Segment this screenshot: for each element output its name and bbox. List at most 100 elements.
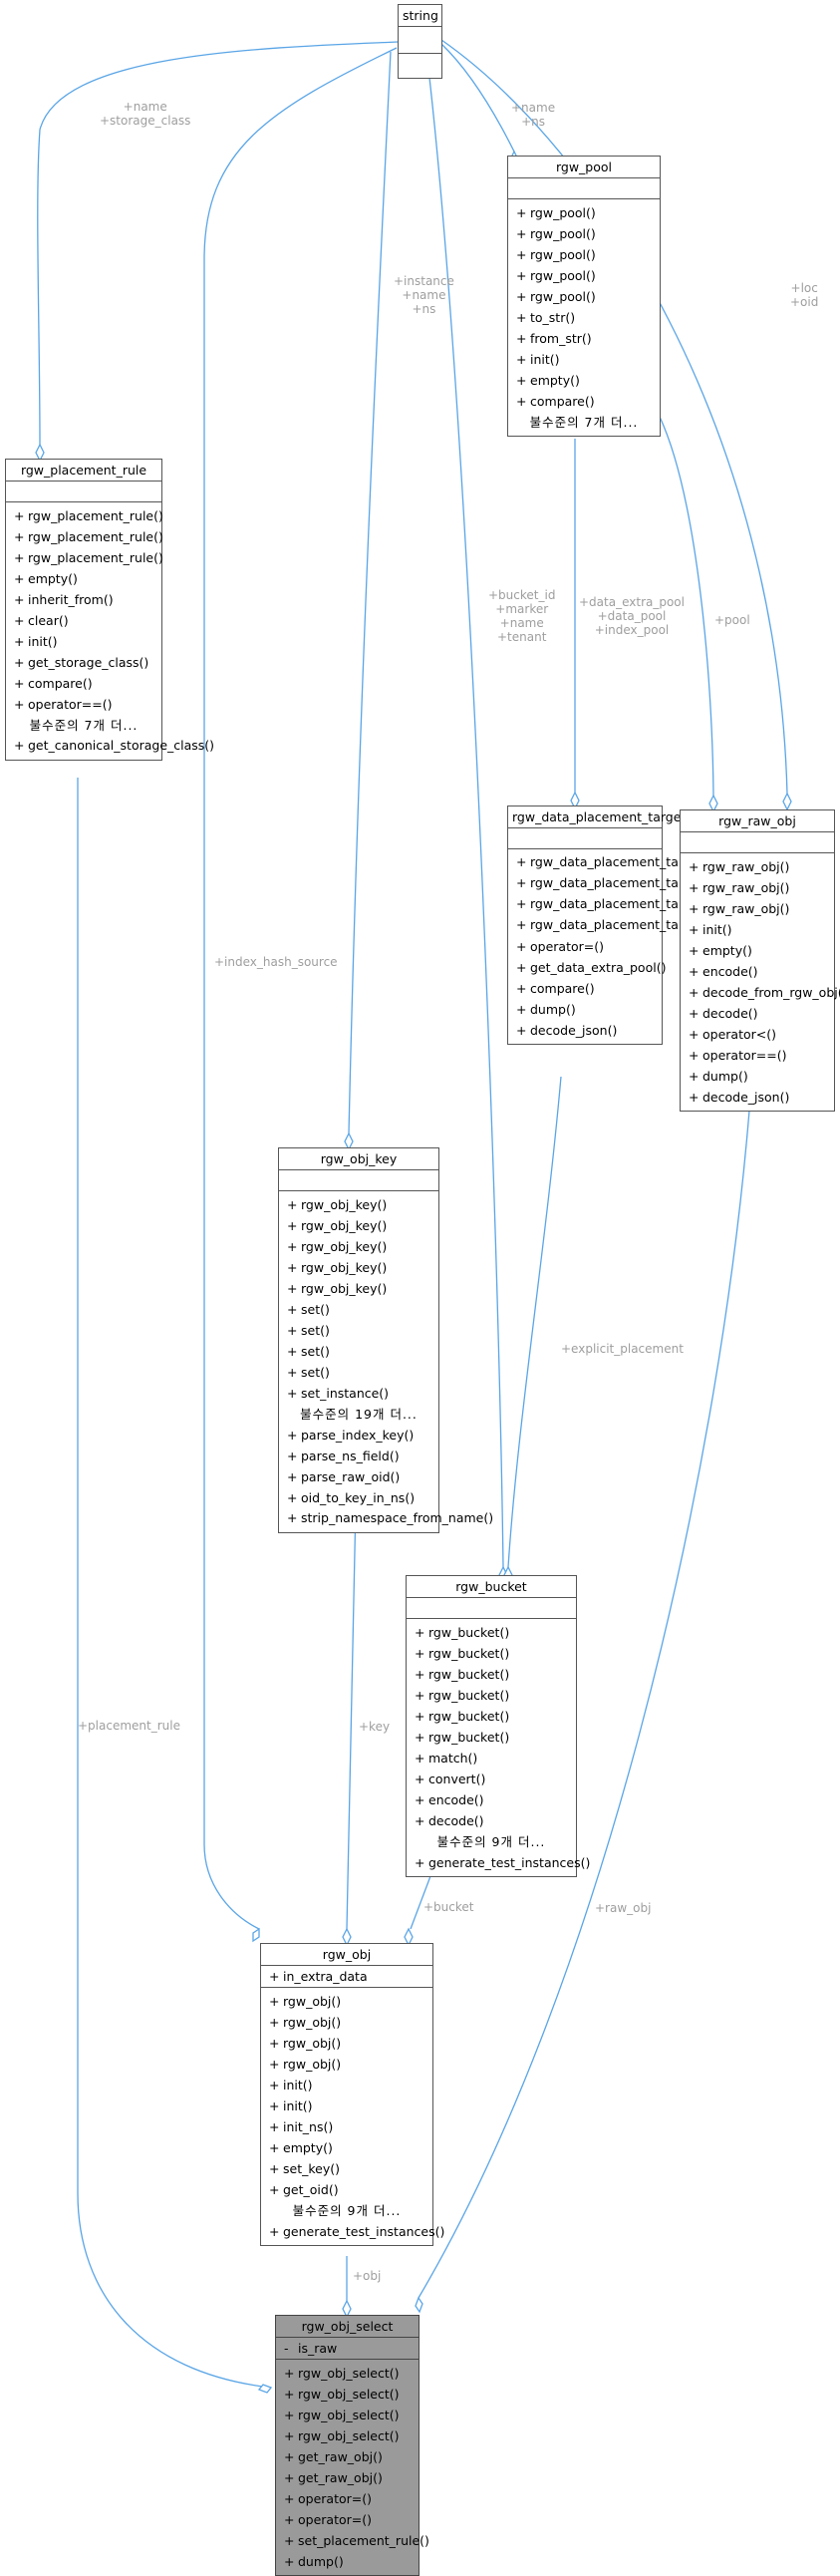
class-rgw-bucket[interactable]: rgw_bucket +rgw_bucket() +rgw_bucket() +… bbox=[406, 1575, 590, 1877]
operation[interactable]: +rgw_raw_obj() bbox=[681, 856, 834, 877]
class-rgw-obj-select[interactable]: rgw_obj_select -is_raw +rgw_obj_select()… bbox=[275, 2315, 429, 2576]
operation[interactable]: +rgw_bucket() bbox=[407, 1622, 576, 1643]
operation[interactable]: +init() bbox=[681, 919, 834, 940]
operation[interactable]: +decode_from_rgw_obj() bbox=[681, 982, 840, 1003]
operation[interactable]: +empty() bbox=[508, 370, 660, 391]
operation[interactable]: +init() bbox=[261, 2075, 432, 2095]
class-title[interactable]: rgw_placement_rule bbox=[6, 460, 161, 482]
operation[interactable]: +operator=() bbox=[276, 2509, 419, 2530]
class-rgw-pool[interactable]: rgw_pool +rgw_pool() +rgw_pool() +rgw_po… bbox=[507, 156, 661, 437]
operation[interactable]: +rgw_obj_key() bbox=[279, 1215, 438, 1236]
operation[interactable]: +rgw_pool() bbox=[508, 286, 660, 307]
operation[interactable]: +rgw_obj_select() bbox=[276, 2363, 419, 2384]
operation[interactable]: +parse_raw_oid() bbox=[279, 1466, 438, 1487]
operation[interactable]: +rgw_placement_rule() bbox=[6, 505, 163, 526]
operation[interactable]: +dump() bbox=[681, 1066, 834, 1087]
operation[interactable]: +get_canonical_storage_class() bbox=[6, 736, 214, 757]
class-string[interactable]: string bbox=[398, 4, 442, 79]
class-title[interactable]: rgw_bucket bbox=[407, 1576, 576, 1598]
operation[interactable]: +rgw_obj() bbox=[261, 1991, 432, 2012]
operation[interactable]: +rgw_data_placement_target() bbox=[508, 915, 713, 936]
class-title[interactable]: rgw_obj_key bbox=[279, 1148, 438, 1170]
operation[interactable]: +rgw_pool() bbox=[508, 223, 660, 244]
operation[interactable]: +rgw_data_placement_target() bbox=[508, 852, 713, 873]
operation[interactable]: +empty() bbox=[261, 2137, 432, 2158]
operation[interactable]: +to_str() bbox=[508, 307, 660, 328]
operation[interactable]: +rgw_bucket() bbox=[407, 1706, 576, 1727]
operation[interactable]: +decode() bbox=[407, 1810, 576, 1831]
operation[interactable]: +encode() bbox=[681, 961, 834, 982]
class-rgw-obj-key[interactable]: rgw_obj_key +rgw_obj_key() +rgw_obj_key(… bbox=[278, 1147, 493, 1533]
operation[interactable]: +dump() bbox=[508, 999, 662, 1020]
operation[interactable]: +inherit_from() bbox=[6, 589, 161, 610]
operation[interactable]: +rgw_raw_obj() bbox=[681, 898, 834, 919]
operation[interactable]: +operator<() bbox=[681, 1024, 834, 1045]
operation[interactable]: +rgw_placement_rule() bbox=[6, 526, 163, 547]
operation[interactable]: +get_raw_obj() bbox=[276, 2467, 419, 2488]
operation[interactable]: +operator==() bbox=[6, 694, 161, 715]
operation[interactable]: +set() bbox=[279, 1341, 438, 1362]
class-rgw-obj[interactable]: rgw_obj +in_extra_data +rgw_obj() +rgw_o… bbox=[260, 1943, 444, 2246]
operation[interactable]: +rgw_raw_obj() bbox=[681, 877, 834, 898]
class-title[interactable]: rgw_pool bbox=[508, 157, 660, 178]
operation[interactable]: +match() bbox=[407, 1748, 576, 1769]
operation[interactable]: +rgw_obj_select() bbox=[276, 2405, 419, 2425]
operation[interactable]: +set() bbox=[279, 1320, 438, 1341]
operation[interactable]: +strip_namespace_from_name() bbox=[279, 1508, 493, 1529]
operation[interactable]: +get_data_extra_pool() bbox=[508, 957, 666, 978]
operation[interactable]: +operator==() bbox=[681, 1045, 834, 1066]
operation[interactable]: +init() bbox=[6, 631, 161, 652]
class-title[interactable]: rgw_data_placement_target bbox=[508, 806, 686, 828]
operation[interactable]: +init_ns() bbox=[261, 2116, 432, 2137]
operation[interactable]: +compare() bbox=[508, 978, 662, 999]
class-rgw-data-placement-target[interactable]: rgw_data_placement_target +rgw_data_plac… bbox=[507, 805, 713, 1045]
operation[interactable]: +init() bbox=[261, 2095, 432, 2116]
operation[interactable]: +rgw_data_placement_target() bbox=[508, 873, 713, 894]
operation[interactable]: +rgw_obj() bbox=[261, 2012, 432, 2033]
operation[interactable]: +rgw_obj_key() bbox=[279, 1194, 438, 1215]
operation[interactable]: +rgw_obj() bbox=[261, 2054, 432, 2075]
operation[interactable]: +set() bbox=[279, 1299, 438, 1320]
operation[interactable]: +rgw_bucket() bbox=[407, 1643, 576, 1664]
operation[interactable]: +empty() bbox=[681, 940, 834, 961]
operation[interactable]: +operator=() bbox=[276, 2488, 419, 2509]
class-rgw-placement-rule[interactable]: rgw_placement_rule +rgw_placement_rule()… bbox=[5, 459, 214, 761]
operation[interactable]: +decode() bbox=[681, 1003, 834, 1024]
operation[interactable]: +rgw_obj_key() bbox=[279, 1257, 438, 1278]
operation[interactable]: +rgw_obj_select() bbox=[276, 2425, 419, 2446]
operation[interactable]: +set_placement_rule() bbox=[276, 2530, 429, 2551]
operation[interactable]: +rgw_obj_key() bbox=[279, 1236, 438, 1257]
class-title[interactable]: string bbox=[399, 5, 441, 27]
operation[interactable]: +encode() bbox=[407, 1789, 576, 1810]
operation[interactable]: +rgw_bucket() bbox=[407, 1664, 576, 1685]
operation[interactable]: +dump() bbox=[276, 2551, 419, 2572]
operation[interactable]: +set_instance() bbox=[279, 1383, 438, 1404]
operation[interactable]: +rgw_obj() bbox=[261, 2033, 432, 2054]
class-title[interactable]: rgw_obj bbox=[261, 1944, 432, 1966]
operation[interactable]: +convert() bbox=[407, 1769, 576, 1789]
operation[interactable]: +generate_test_instances() bbox=[407, 1852, 590, 1873]
operation[interactable]: +set() bbox=[279, 1362, 438, 1383]
class-title[interactable]: rgw_raw_obj bbox=[681, 810, 834, 832]
operation[interactable]: +rgw_obj_key() bbox=[279, 1278, 438, 1299]
attribute[interactable]: +in_extra_data bbox=[261, 1966, 432, 1987]
operation[interactable]: +compare() bbox=[508, 391, 660, 412]
operation[interactable]: +oid_to_key_in_ns() bbox=[279, 1487, 438, 1508]
operation[interactable]: +rgw_placement_rule() bbox=[6, 547, 163, 568]
operation[interactable]: +clear() bbox=[6, 610, 161, 631]
class-rgw-raw-obj[interactable]: rgw_raw_obj +rgw_raw_obj() +rgw_raw_obj(… bbox=[680, 809, 840, 1112]
operation[interactable]: +rgw_pool() bbox=[508, 244, 660, 265]
operation[interactable]: +rgw_obj_select() bbox=[276, 2384, 419, 2405]
operation[interactable]: +empty() bbox=[6, 568, 161, 589]
operation[interactable]: +decode_json() bbox=[681, 1087, 834, 1108]
operation[interactable]: +compare() bbox=[6, 673, 161, 694]
operation[interactable]: +parse_ns_field() bbox=[279, 1446, 438, 1466]
operation[interactable]: +set_key() bbox=[261, 2158, 432, 2179]
operation[interactable]: +init() bbox=[508, 349, 660, 370]
operation[interactable]: +get_raw_obj() bbox=[276, 2446, 419, 2467]
operation[interactable]: +rgw_pool() bbox=[508, 202, 660, 223]
operation[interactable]: +get_storage_class() bbox=[6, 652, 161, 673]
operation[interactable]: +from_str() bbox=[508, 328, 660, 349]
operation[interactable]: +rgw_bucket() bbox=[407, 1727, 576, 1748]
operation[interactable]: +operator=() bbox=[508, 936, 662, 957]
